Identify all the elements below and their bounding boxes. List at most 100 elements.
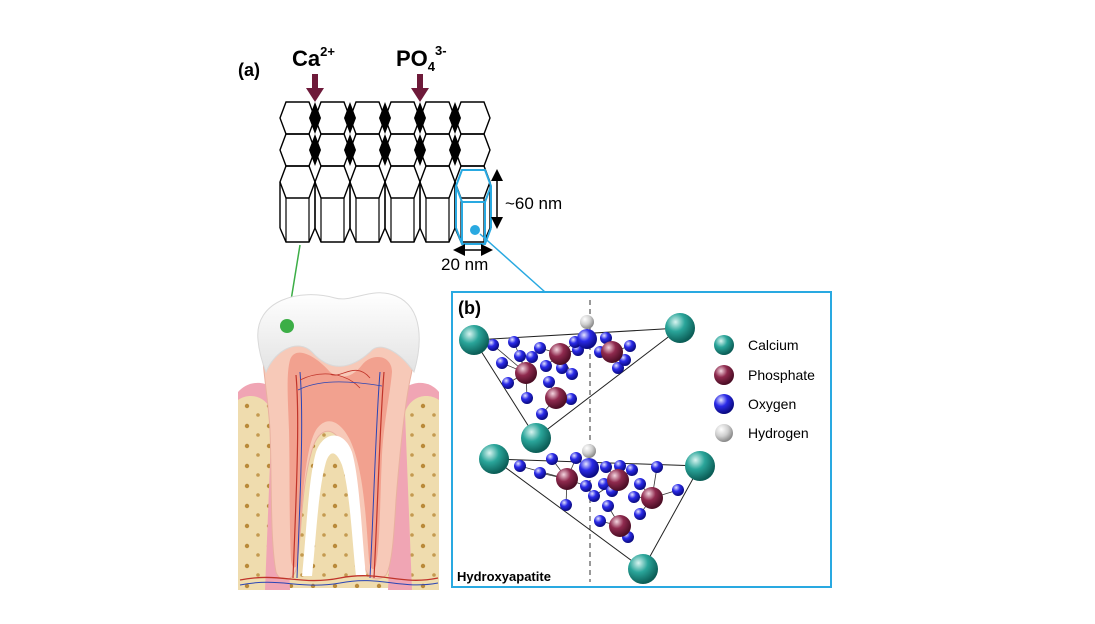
- crystal-hexagon: [279, 165, 316, 199]
- legend-label-oxygen: Oxygen: [748, 396, 796, 412]
- oxygen-atom: [600, 461, 612, 473]
- crystal-focus-dot: [470, 225, 480, 235]
- oxygen-atom: [614, 460, 626, 472]
- panel-b-label: (b): [458, 298, 481, 318]
- enamel-location-marker: [280, 319, 294, 333]
- hydrogen-atom: [582, 444, 596, 458]
- oxygen-atom: [612, 362, 624, 374]
- calcium-atom: [685, 451, 715, 481]
- oxygen-atom: [526, 351, 538, 363]
- legend-item-phosphate: Phosphate: [714, 365, 815, 385]
- crystal-prism: [419, 182, 456, 243]
- phosphate-atom: [609, 515, 631, 537]
- calcium-atom: [521, 423, 551, 453]
- legend-item-hydrogen: Hydrogen: [715, 424, 809, 442]
- crystal-hexagon: [349, 165, 386, 199]
- calcium-atom: [459, 325, 489, 355]
- crystal-hexagon: [384, 165, 421, 199]
- legend-item-calcium: Calcium: [714, 335, 799, 355]
- tooth-illustration: [238, 292, 439, 590]
- crystal-hexagon: [314, 165, 351, 199]
- oxygen-atom: [594, 515, 606, 527]
- oxygen-atom: [628, 491, 640, 503]
- legend-label-phosphate: Phosphate: [748, 367, 815, 383]
- oxygen-atom: [546, 453, 558, 465]
- phosphate-atom: [549, 343, 571, 365]
- unit-triangle: [473, 327, 682, 439]
- oxygen-atom: [651, 461, 663, 473]
- phosphate-ion-charge: 3-: [435, 43, 447, 58]
- oxygen-atom: [543, 376, 555, 388]
- phosphate-atom: [601, 341, 623, 363]
- phosphate-atom: [545, 387, 567, 409]
- oxygen-atom: [588, 490, 600, 502]
- oxygen-atom: [496, 357, 508, 369]
- legend-label-hydrogen: Hydrogen: [748, 425, 809, 441]
- oxygen-atom: [598, 478, 610, 490]
- oxygen-atom: [536, 408, 548, 420]
- oxygen-atom: [534, 467, 546, 479]
- oxygen-atom: [487, 339, 499, 351]
- phosphate-atom: [641, 487, 663, 509]
- calcium-atom: [479, 444, 509, 474]
- oxygen-atom: [577, 329, 597, 349]
- legend-label-calcium: Calcium: [748, 337, 799, 353]
- oxygen-atom: [624, 340, 636, 352]
- oxygen-atom: [556, 362, 568, 374]
- phosphate-ion-subscript: 4: [428, 59, 436, 74]
- oxygen-atom: [672, 484, 684, 496]
- crystal-prism: [384, 182, 421, 243]
- tooth-enamel: [257, 292, 420, 374]
- calcium-atom: [665, 313, 695, 343]
- oxygen-atom: [534, 342, 546, 354]
- oxygen-atom: [502, 377, 514, 389]
- calcium-down-arrow: [306, 74, 324, 102]
- phosphate-ion-label: PO43-: [396, 43, 447, 74]
- oxygen-atom: [619, 354, 631, 366]
- phosphate-atom: [607, 469, 629, 491]
- oxygen-atom: [634, 508, 646, 520]
- hydrogen-atom: [580, 315, 594, 329]
- oxygen-atom: [521, 392, 533, 404]
- oxygen-atom: [600, 332, 612, 344]
- panel-a-label: (a): [238, 60, 260, 80]
- oxygen-atom: [566, 368, 578, 380]
- oxygen-atom: [634, 478, 646, 490]
- hydroxyapatite-unit: [479, 444, 715, 584]
- oxygen-atom: [514, 350, 526, 362]
- calcium-ion-base: Ca: [292, 46, 321, 71]
- hydroxyapatite-structure: [459, 313, 715, 584]
- calcium-ion-label: Ca2+: [292, 44, 335, 71]
- oxygen-atom: [565, 393, 577, 405]
- calcium-ion-charge: 2+: [320, 44, 335, 59]
- oxygen-atom: [570, 452, 582, 464]
- base-vessels: [239, 575, 439, 582]
- legend: Calcium Phosphate Oxygen Hydrogen: [714, 335, 815, 442]
- crystal-prism: [279, 182, 316, 243]
- oxygen-atom: [580, 480, 592, 492]
- phosphate-ion-base: PO: [396, 46, 428, 71]
- phosphate-atom: [556, 468, 578, 490]
- crystal-prism: [314, 182, 351, 243]
- oxygen-atom: [560, 499, 572, 511]
- oxygen-atom: [540, 360, 552, 372]
- oxygen-atom: [626, 464, 638, 476]
- crystal-to-panel-b-connector: [479, 233, 546, 293]
- crystal-hexagon: [419, 165, 456, 199]
- oxygen-atom: [508, 336, 520, 348]
- width-dimension-label: 20 nm: [441, 255, 488, 274]
- structure-caption: Hydroxyapatite: [457, 569, 551, 584]
- phosphate-down-arrow: [411, 74, 429, 102]
- enamel-crystal-array: [279, 101, 491, 243]
- tooth-pulp: [287, 352, 392, 570]
- phosphate-atom: [515, 362, 537, 384]
- calcium-atom: [628, 554, 658, 584]
- oxygen-atom: [514, 460, 526, 472]
- crystal-prism: [349, 182, 386, 243]
- oxygen-atom: [579, 458, 599, 478]
- height-dimension-label: ~60 nm: [505, 194, 562, 213]
- hydroxyapatite-unit: [459, 313, 695, 453]
- legend-item-oxygen: Oxygen: [714, 394, 796, 414]
